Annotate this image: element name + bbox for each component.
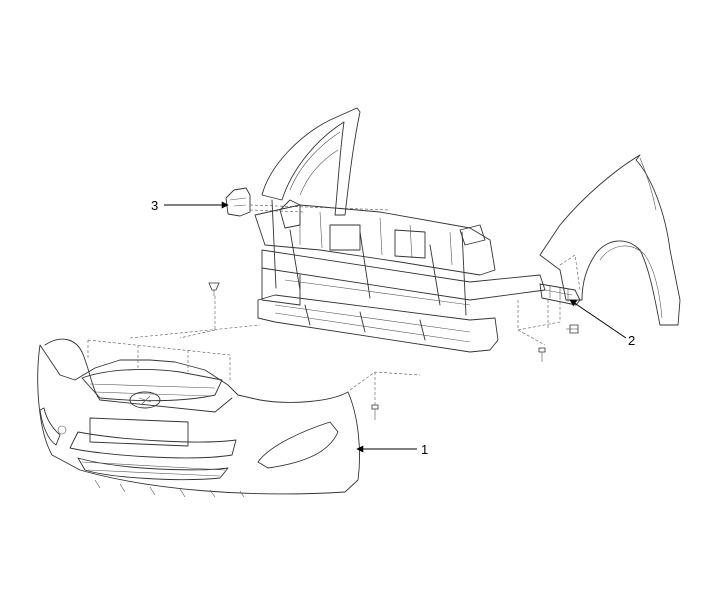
left-fender-apron (261, 107, 361, 216)
fasteners (208, 282, 579, 420)
radiator-support-carrier (254, 199, 546, 306)
bolt-icon (538, 347, 546, 353)
callout-label-2: 2 (628, 333, 635, 348)
callout-leader-2 (569, 299, 627, 339)
back-beam (257, 294, 499, 353)
callout-label-3: 3 (151, 198, 158, 213)
callout-leaders (164, 201, 627, 453)
bumper-upper-bracket (225, 187, 251, 217)
right-fender (539, 154, 681, 326)
bumper-side-bracket (539, 283, 581, 306)
front-bumper-cover (37, 338, 360, 498)
callout-label-1: 1 (421, 442, 428, 457)
bolt-icon (371, 404, 379, 410)
clip-icon (208, 282, 220, 291)
carrier-upper-members (271, 199, 471, 316)
assembly-guide-lines (87, 204, 581, 405)
